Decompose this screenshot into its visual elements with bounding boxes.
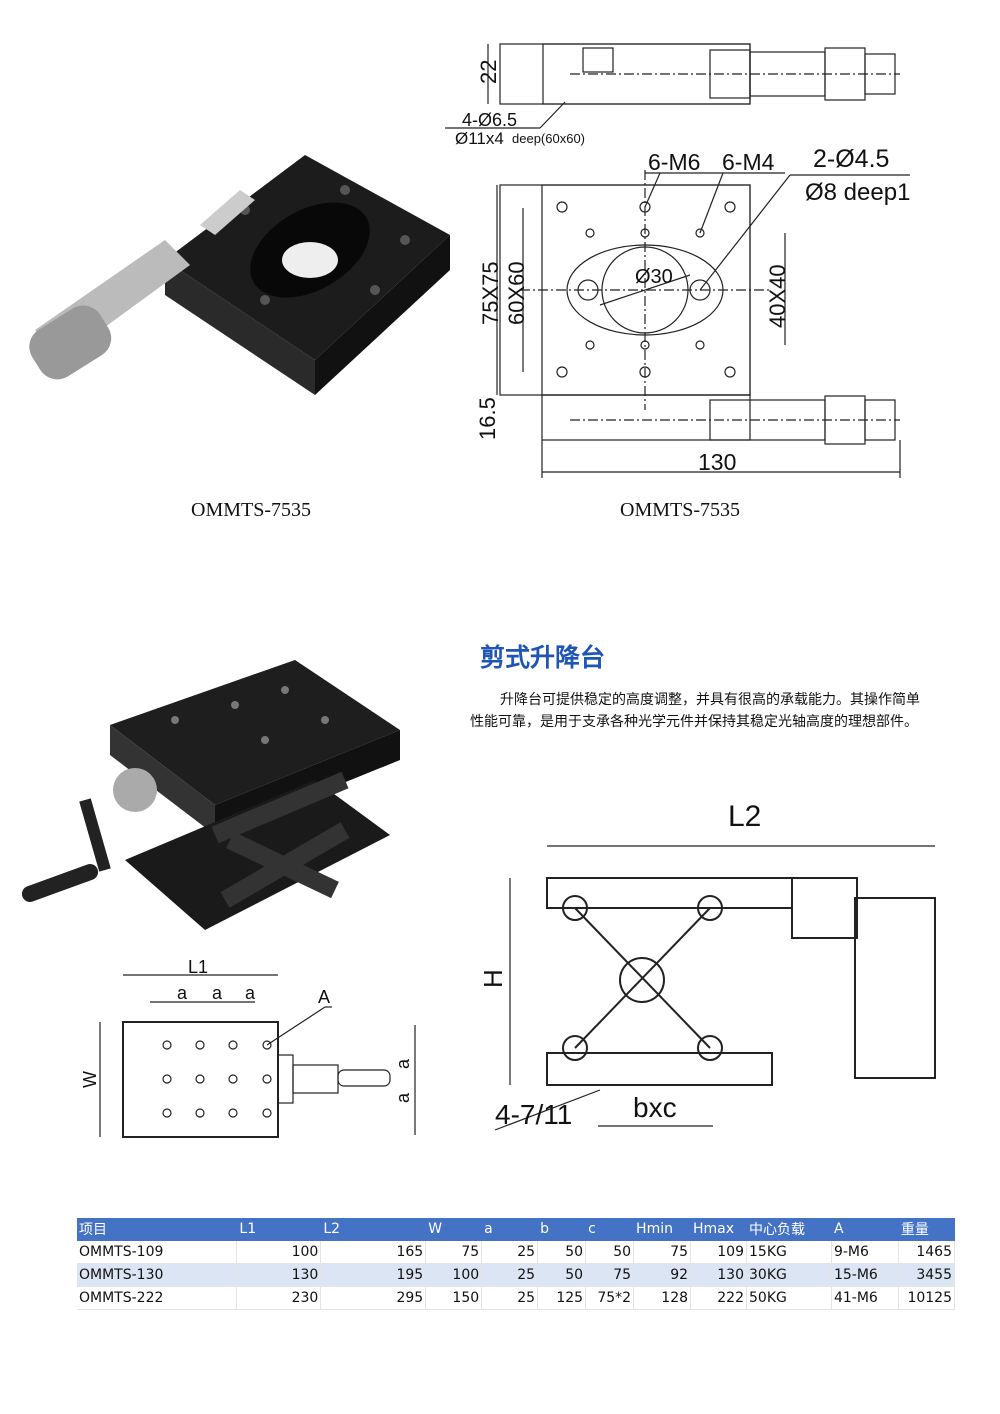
dim-right: 40X40 [765,264,790,328]
cell-load: 15KG [746,1240,832,1264]
cell-hmin: 92 [633,1263,692,1287]
table-row: OMMTS-130 130 195 100 25 50 75 92 130 30… [77,1263,956,1287]
cell-hmax: 109 [690,1240,747,1264]
dim-bottom-holes: 4-Ø6.5 [462,110,517,130]
dim-bxc: bxc [633,1092,677,1123]
header-a: a [481,1218,539,1241]
dim-height: 22 [476,60,501,84]
header-c: c [585,1218,635,1241]
dim-offset: 16.5 [475,397,500,440]
cell-l2: 295 [320,1286,427,1310]
header-hmin: Hmin [633,1218,692,1241]
cell-l1: 130 [236,1263,322,1287]
cell-a: 25 [481,1263,539,1287]
dim-top-holes: 2-Ø4.5 [813,145,889,173]
cell-b: 125 [537,1286,587,1310]
dim-a-1: a [177,983,188,1003]
description-line-1: 升降台可提供稳定的高度调整，并具有很高的承载能力。其操作简单 [500,692,920,708]
cell-A: 9-M6 [831,1240,899,1264]
photo-caption: OMMTS-7535 [191,499,312,521]
cell-weight: 1465 [898,1240,956,1264]
cell-w: 100 [425,1263,483,1287]
dim-bottom-holes-detail: Ø11x4 [455,129,504,148]
spec-table: 项目 L1 L2 W a b c Hmin Hmax 中心负载 A 重量 OMM… [77,1218,956,1310]
cell-weight: 3455 [898,1263,956,1287]
translation-stage-drawing: 22 4-Ø6.5 Ø11x4 deep(60x60) 6-M6 6-M4 2-… [445,43,910,478]
table-row: OMMTS-109 100 165 75 25 50 50 75 109 15K… [77,1240,956,1264]
dim-length: 130 [698,449,736,475]
cell-weight: 10125 [898,1286,956,1310]
translation-stage-photo [15,150,455,410]
cell-b: 50 [537,1240,587,1264]
cell-c: 75 [585,1263,635,1287]
cell-c: 75*2 [585,1286,635,1310]
cell-model: OMMTS-222 [77,1286,238,1310]
dim-H: H [478,969,508,988]
cell-l2: 195 [320,1263,427,1287]
header-l2: L2 [320,1218,427,1241]
cell-load: 30KG [746,1263,832,1287]
dim-outer: 75X75 [478,261,503,325]
cell-l1: 230 [236,1286,322,1310]
dim-inner: 60X60 [504,261,529,325]
cell-load: 50KG [746,1286,832,1310]
cell-l1: 100 [236,1240,322,1264]
dim-top-holes-detail: Ø8 deep10 [805,179,910,206]
cell-l2: 165 [320,1240,427,1264]
dim-a-3: a [245,983,256,1003]
cell-model: OMMTS-109 [77,1240,238,1264]
lab-jack-photo [21,660,400,930]
cell-hmin: 128 [633,1286,692,1310]
cell-c: 50 [585,1240,635,1264]
dim-bottom-holes-depth: deep(60x60) [512,131,585,146]
dim-a-v2: a [393,1092,413,1103]
dim-center: Ø30 [635,266,673,288]
header-weight: 重量 [898,1218,956,1241]
dim-a-2: a [212,983,223,1003]
dim-holes: 4-7/11 [495,1099,572,1130]
dim-L2: L2 [728,800,761,833]
header-w: W [425,1218,483,1241]
dim-W: W [80,1071,100,1088]
cell-w: 75 [425,1240,483,1264]
cell-w: 150 [425,1286,483,1310]
cell-hmax: 222 [690,1286,747,1310]
header-hmax: Hmax [690,1218,747,1241]
dim-m6: 6-M6 [648,149,700,175]
cell-A: 15-M6 [831,1263,899,1287]
cell-b: 50 [537,1263,587,1287]
header-load: 中心负载 [746,1218,832,1241]
dim-m4: 6-M4 [722,149,775,175]
cell-hmin: 75 [633,1240,692,1264]
table-header-row: 项目 L1 L2 W a b c Hmin Hmax 中心负载 A 重量 [77,1218,956,1241]
cell-a: 25 [481,1286,539,1310]
table-row: OMMTS-222 230 295 150 25 125 75*2 128 22… [77,1286,956,1310]
drawing-caption: OMMTS-7535 [620,499,741,521]
cell-a: 25 [481,1240,539,1264]
header-b: b [537,1218,587,1241]
section-title: 剪式升降台 [480,643,606,672]
section-description: 升降台可提供稳定的高度调整，并具有很高的承载能力。其操作简单 性能可靠，是用于支… [470,689,970,733]
lab-jack-top-view-drawing: L1 a a a A W a a [80,957,416,1138]
cell-model: OMMTS-130 [77,1263,238,1287]
header-l1: L1 [236,1218,322,1241]
header-item: 项目 [77,1218,238,1241]
cell-hmax: 130 [690,1263,747,1287]
lab-jack-side-view-drawing: L2 H 4-7/11 bxc [478,800,936,1131]
dim-A: A [318,987,330,1007]
description-line-2: 性能可靠，是用于支承各种光学元件并保持其稳定光轴高度的理想部件。 [470,714,918,730]
cell-A: 41-M6 [831,1286,899,1310]
header-A: A [831,1218,899,1241]
dim-a-v1: a [393,1058,413,1069]
dim-L1: L1 [188,957,208,977]
